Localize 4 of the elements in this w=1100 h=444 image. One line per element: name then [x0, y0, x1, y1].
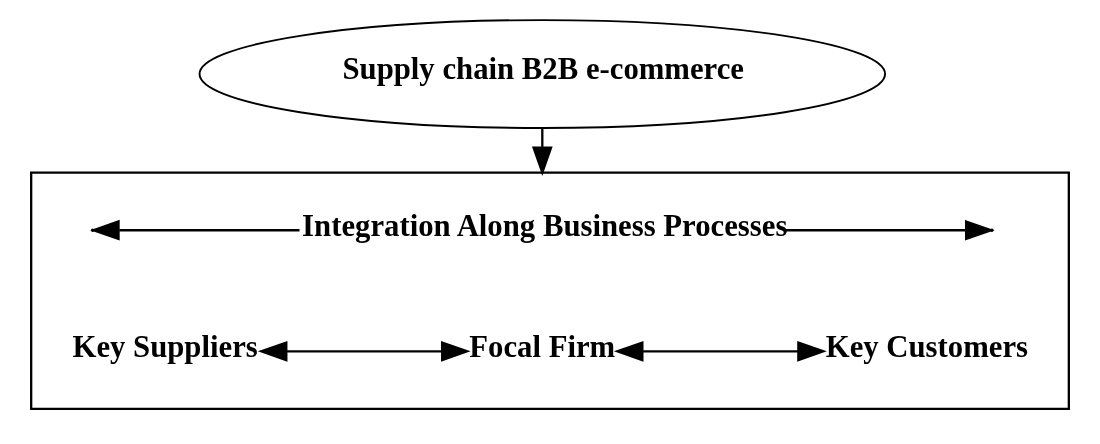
node-text: Key Customers	[825, 329, 1029, 364]
node-text: Integration Along Business Processes	[302, 208, 788, 243]
node-text: Focal Firm	[469, 329, 616, 364]
node-text: Key Suppliers	[72, 329, 258, 364]
